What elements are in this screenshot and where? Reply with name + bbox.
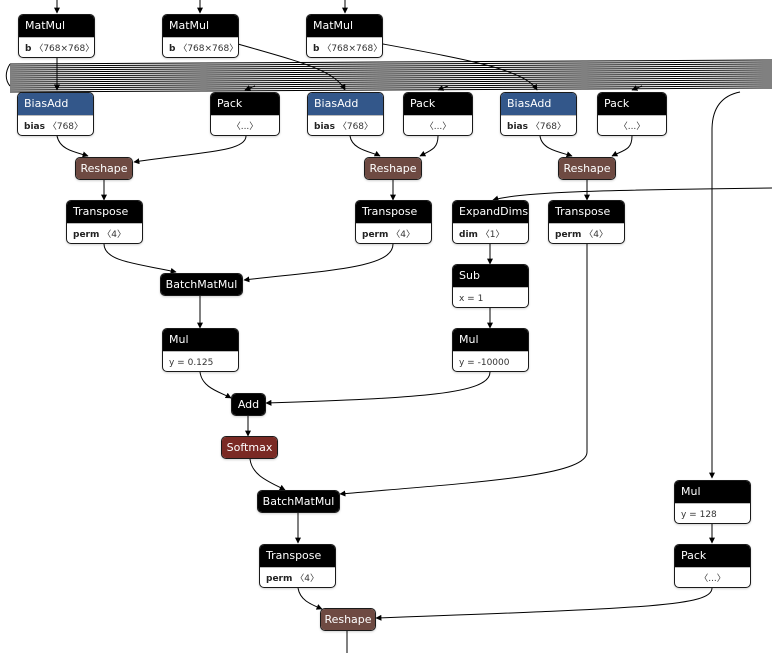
node-op: MatMul — [19, 15, 94, 37]
node-op: Sub — [453, 265, 528, 287]
node-op: Reshape — [365, 158, 421, 179]
node-pack-2[interactable]: Pack 〈...〉 — [403, 92, 473, 136]
node-reshape-4[interactable]: Reshape — [320, 608, 376, 631]
node-attr: perm 〈4〉 — [549, 223, 624, 243]
node-batchmatmul-2[interactable]: BatchMatMul — [257, 490, 340, 513]
node-op: Transpose — [356, 201, 431, 223]
node-transpose-3[interactable]: Transpose perm 〈4〉 — [548, 200, 625, 244]
edge-to-expanddims — [492, 187, 772, 202]
node-biasadd-3[interactable]: BiasAdd bias 〈768〉 — [500, 92, 577, 136]
node-op: BiasAdd — [308, 93, 383, 115]
node-attr: dim 〈1〉 — [453, 223, 528, 243]
node-op: Add — [232, 394, 265, 415]
node-op: MatMul — [163, 15, 238, 37]
node-pack-3[interactable]: Pack 〈...〉 — [597, 92, 667, 136]
node-attr: perm 〈4〉 — [356, 223, 431, 243]
node-mul-1[interactable]: Mul y = 0.125 — [162, 328, 239, 372]
node-batchmatmul-1[interactable]: BatchMatMul — [160, 273, 243, 296]
node-attr: y = -10000 — [453, 351, 528, 371]
node-attr: bias 〈768〉 — [18, 115, 93, 135]
edge-transpose1-bmm1 — [103, 243, 177, 274]
edge-matmul3-biasadd3 — [382, 43, 538, 91]
node-attr: 〈...〉 — [598, 115, 666, 135]
node-softmax[interactable]: Softmax — [221, 436, 278, 459]
node-expanddims[interactable]: ExpandDims dim 〈1〉 — [452, 200, 529, 244]
node-op: Softmax — [222, 437, 277, 458]
node-reshape-3[interactable]: Reshape — [558, 157, 616, 180]
node-attr: 〈...〉 — [675, 567, 750, 587]
node-op: Mul — [163, 329, 238, 351]
node-attr: bias 〈768〉 — [501, 115, 576, 135]
edge-transpose2-bmm2 — [243, 243, 394, 283]
edge-mul1-add — [199, 371, 232, 399]
node-attr: y = 0.125 — [163, 351, 238, 371]
edge-pack4-reshape4 — [375, 587, 713, 621]
edge-biasadd2-reshape2 — [349, 135, 381, 157]
node-op: Pack — [211, 93, 279, 115]
node-sub[interactable]: Sub x = 1 — [452, 264, 529, 308]
node-op: Transpose — [67, 201, 142, 223]
edge-mul2-add — [265, 371, 491, 406]
node-attr: 〈...〉 — [211, 115, 279, 135]
node-op: Transpose — [260, 545, 335, 567]
node-op: Pack — [404, 93, 472, 115]
node-op: Pack — [598, 93, 666, 115]
edge-pack3-reshape3 — [611, 135, 633, 157]
edge-biasadd3-reshape3 — [539, 135, 573, 158]
node-mul-2[interactable]: Mul y = -10000 — [452, 328, 529, 372]
node-op: Pack — [675, 545, 750, 567]
edge-pack2-reshape2 — [419, 135, 439, 157]
node-matmul-1[interactable]: MatMul b 〈768×768〉 — [18, 14, 95, 58]
node-op: BiasAdd — [501, 93, 576, 115]
node-attr: perm 〈4〉 — [67, 223, 142, 243]
edge-to-pack3 — [631, 85, 643, 91]
node-op: ExpandDims — [453, 201, 528, 223]
node-attr: y = 128 — [675, 503, 750, 523]
edge-transpose3-bmm2 — [339, 244, 588, 497]
node-transpose-1[interactable]: Transpose perm 〈4〉 — [66, 200, 143, 244]
node-attr: x = 1 — [453, 287, 528, 307]
node-op: BatchMatMul — [258, 491, 339, 512]
node-biasadd-2[interactable]: BiasAdd bias 〈768〉 — [307, 92, 384, 136]
node-reshape-1[interactable]: Reshape — [75, 157, 133, 180]
node-op: MatMul — [307, 15, 382, 37]
node-op: Transpose — [549, 201, 624, 223]
edge-bundle — [5, 59, 772, 93]
node-reshape-2[interactable]: Reshape — [364, 157, 422, 180]
node-pack-1[interactable]: Pack 〈...〉 — [210, 92, 280, 136]
edge-to-pack1 — [244, 85, 256, 91]
edge-matmul2-biasadd2 — [237, 43, 346, 91]
edge-transpose4-reshape4 — [297, 587, 323, 610]
node-biasadd-1[interactable]: BiasAdd bias 〈768〉 — [17, 92, 94, 136]
node-transpose-4[interactable]: Transpose perm 〈4〉 — [259, 544, 336, 588]
node-pack-4[interactable]: Pack 〈...〉 — [674, 544, 751, 588]
node-attr: perm 〈4〉 — [260, 567, 335, 587]
node-transpose-2[interactable]: Transpose perm 〈4〉 — [355, 200, 432, 244]
node-op: Reshape — [321, 609, 375, 630]
edge-to-pack2 — [437, 85, 449, 91]
edge-biasadd1-reshape1 — [56, 135, 89, 158]
node-attr: b 〈768×768〉 — [19, 37, 94, 57]
node-matmul-2[interactable]: MatMul b 〈768×768〉 — [162, 14, 239, 58]
node-matmul-3[interactable]: MatMul b 〈768×768〉 — [306, 14, 383, 58]
node-op: Mul — [453, 329, 528, 351]
node-add[interactable]: Add — [231, 393, 266, 416]
edge-softmax-bmm2 — [249, 458, 286, 491]
node-attr: b 〈768×768〉 — [163, 37, 238, 57]
node-op: BiasAdd — [18, 93, 93, 115]
node-attr: 〈...〉 — [404, 115, 472, 135]
node-attr: b 〈768×768〉 — [307, 37, 382, 57]
node-op: Reshape — [559, 158, 615, 179]
node-op: BatchMatMul — [161, 274, 242, 295]
edge-to-mul3 — [709, 91, 741, 479]
edge-pack1-reshape1 — [133, 135, 247, 165]
node-mul-3[interactable]: Mul y = 128 — [674, 480, 751, 524]
node-op: Reshape — [76, 158, 132, 179]
node-attr: bias 〈768〉 — [308, 115, 383, 135]
node-op: Mul — [675, 481, 750, 503]
